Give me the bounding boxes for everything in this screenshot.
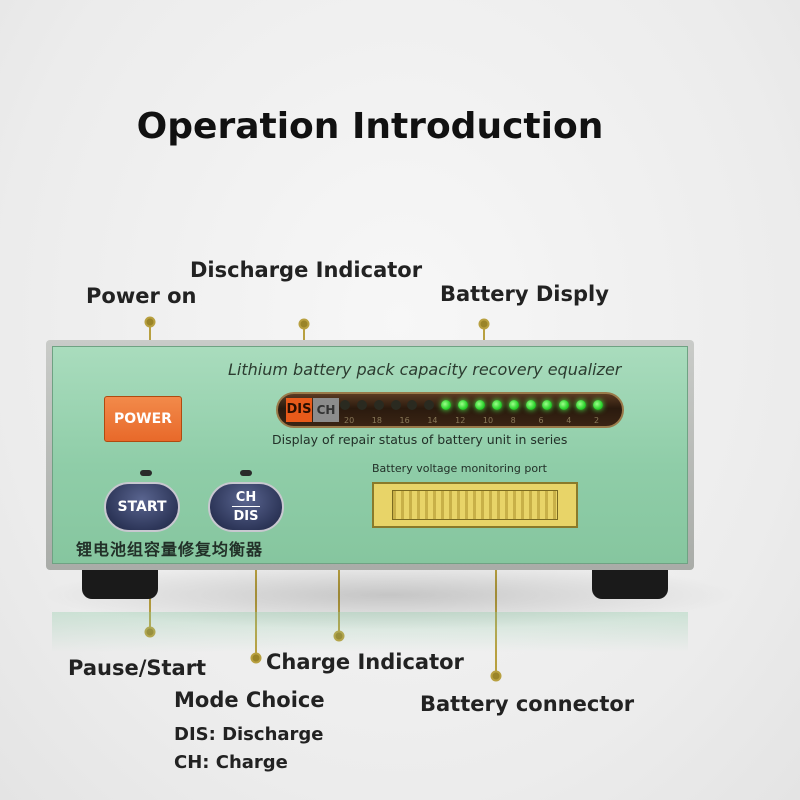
battery-connector-label: Battery connector bbox=[420, 692, 635, 716]
battery-display-dot bbox=[478, 318, 490, 330]
discharge-dot bbox=[298, 318, 310, 330]
battery-led bbox=[474, 400, 485, 410]
battery-scale-number: 8 bbox=[510, 416, 516, 425]
battery-led bbox=[424, 400, 435, 410]
battery-led bbox=[559, 400, 570, 410]
mode-ch-description: CH: Charge bbox=[174, 752, 288, 773]
battery-led bbox=[542, 400, 553, 410]
power-button[interactable]: POWER bbox=[104, 396, 182, 442]
discharge-indicator: DIS bbox=[286, 398, 312, 422]
battery-connector-dot bbox=[490, 670, 502, 682]
battery-scale-number: 16 bbox=[399, 416, 410, 425]
battery-led bbox=[593, 400, 603, 410]
battery-led bbox=[441, 400, 452, 410]
charge-indicator-dot bbox=[333, 630, 345, 642]
battery-led bbox=[491, 400, 502, 410]
mode-status-led bbox=[240, 470, 252, 476]
charge-indicator: CH bbox=[313, 398, 339, 422]
pause-start-label: Pause/Start bbox=[68, 656, 207, 680]
device-foot-right bbox=[592, 565, 668, 599]
battery-scale-number: 12 bbox=[455, 416, 466, 425]
pause-start-dot bbox=[144, 626, 156, 638]
mode-choice-dot bbox=[250, 652, 262, 664]
battery-led bbox=[390, 400, 401, 410]
chinese-product-label: 锂电池组容量修复均衡器 bbox=[76, 540, 264, 559]
power-on-dot bbox=[144, 316, 156, 328]
battery-scale-number: 4 bbox=[566, 416, 572, 425]
device-foot-left bbox=[82, 565, 158, 599]
mode-button-divider bbox=[232, 506, 260, 507]
mode-dis-description: DIS: Discharge bbox=[174, 724, 324, 745]
discharge-indicator-label: Discharge Indicator bbox=[190, 258, 423, 282]
battery-scale-number: 14 bbox=[427, 416, 438, 425]
battery-led bbox=[458, 400, 469, 410]
battery-scale-number: 10 bbox=[482, 416, 494, 425]
battery-led bbox=[373, 400, 384, 410]
device-reflection bbox=[52, 612, 688, 652]
battery-display-label: Battery Disply bbox=[440, 282, 609, 306]
battery-scale-number: 6 bbox=[538, 416, 544, 425]
battery-led bbox=[525, 400, 536, 410]
page-title: Operation Introduction bbox=[136, 106, 604, 147]
battery-scale-number: 2 bbox=[594, 416, 600, 425]
panel-title: Lithium battery pack capacity recovery e… bbox=[228, 360, 622, 379]
charge-indicator-label: Charge Indicator bbox=[266, 650, 464, 674]
mode-button[interactable]: CH DIS bbox=[208, 482, 284, 532]
battery-scale-number: 18 bbox=[371, 416, 382, 425]
battery-scale-number: 20 bbox=[344, 416, 355, 425]
start-status-led bbox=[140, 470, 152, 476]
port-label: Battery voltage monitoring port bbox=[372, 462, 547, 475]
battery-led bbox=[576, 400, 587, 410]
power-on-label: Power on bbox=[86, 284, 197, 308]
mode-choice-label: Mode Choice bbox=[174, 688, 325, 712]
battery-led bbox=[340, 400, 350, 410]
display-caption: Display of repair status of battery unit… bbox=[272, 432, 568, 447]
start-button[interactable]: START bbox=[104, 482, 180, 532]
battery-led bbox=[508, 400, 519, 410]
mode-button-dis: DIS bbox=[233, 509, 259, 524]
mode-button-ch: CH bbox=[235, 490, 257, 505]
battery-led bbox=[356, 400, 367, 410]
port-pins bbox=[392, 490, 558, 520]
battery-led bbox=[407, 400, 418, 410]
